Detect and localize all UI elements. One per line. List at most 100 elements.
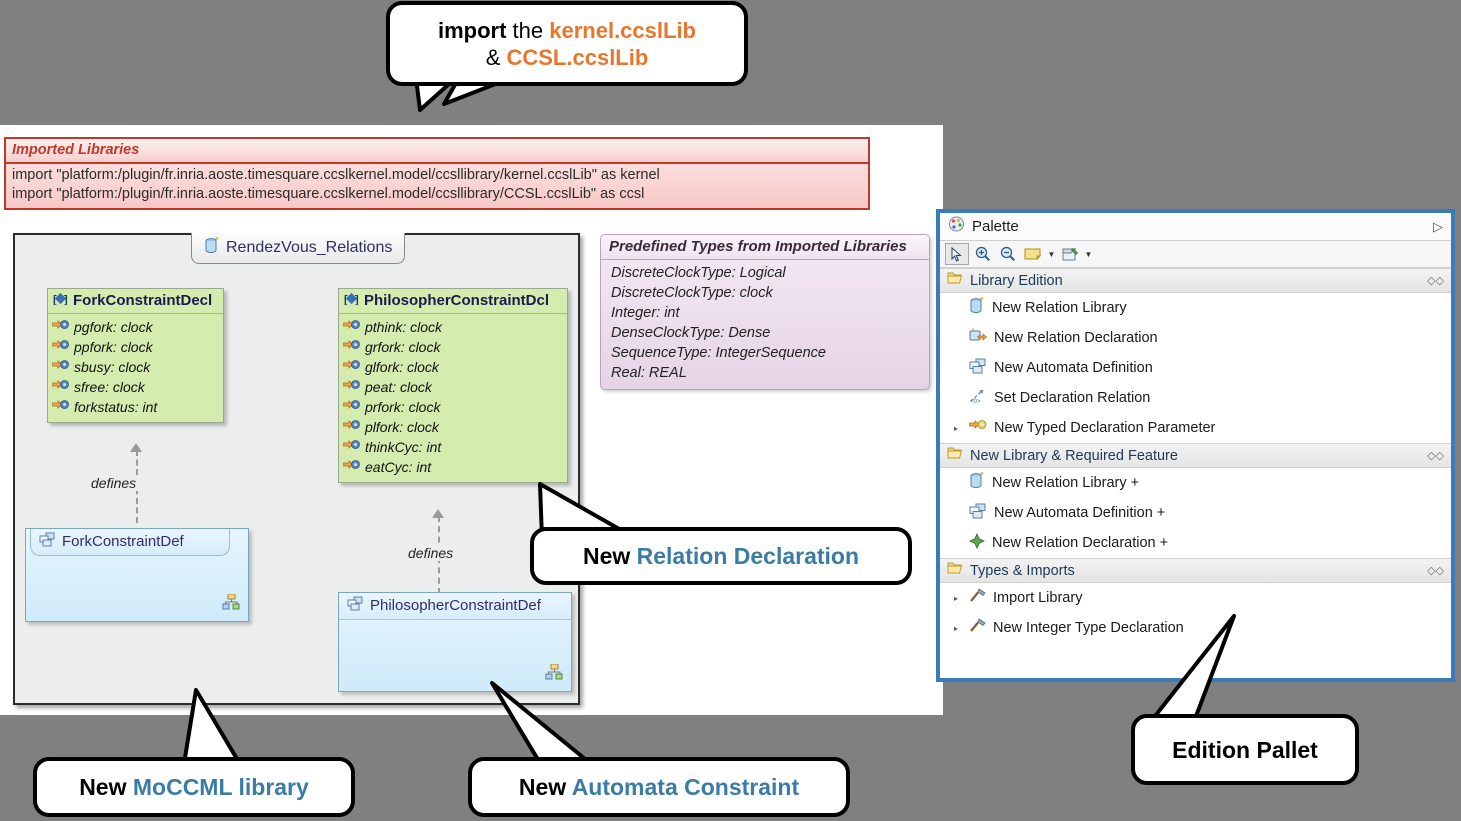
diagram-tab-label: RendezVous_Relations (226, 239, 393, 256)
attribute-label: plfork: clock (365, 419, 439, 435)
class-attributes: pthink: clock grfork: clock glfork: cloc… (339, 314, 567, 482)
svg-text:[: [ (344, 294, 348, 305)
palette-item-label: New Automata Definition + (994, 505, 1166, 521)
palette-item-set-declaration-relation[interactable]: <0> Set Declaration Relation (940, 383, 1451, 413)
note-icon[interactable] (1022, 244, 1044, 264)
predefined-types-title: Predefined Types from Imported Libraries (601, 235, 929, 260)
palette-title-label: Palette (972, 218, 1019, 235)
palette-drawer-library-edition[interactable]: Library Edition ◇◇ (940, 268, 1451, 293)
definition-name: ForkConstraintDef (62, 533, 184, 550)
attribute-label: grfork: clock (365, 339, 441, 355)
palette-item-label: Import Library (993, 590, 1083, 606)
clock-parameter-icon (342, 417, 360, 437)
attribute-row: sfree: clock (51, 377, 218, 397)
attribute-row: prfork: clock (342, 397, 562, 417)
palette-toolbar[interactable]: ▼ ▼ (940, 241, 1451, 268)
palette-item-new-typed-declaration-parameter[interactable]: ▸ New Typed Declaration Parameter (940, 413, 1451, 443)
class-title: [] ForkConstraintDecl (48, 289, 223, 314)
clock-parameter-icon (342, 357, 360, 377)
palette-item-label: New Relation Library (992, 300, 1127, 316)
clock-parameter-icon (342, 457, 360, 477)
relation-library-icon (204, 236, 220, 260)
import-line: import "platform:/plugin/fr.inria.aoste.… (12, 167, 660, 183)
open-folder-icon (947, 271, 964, 290)
palette-item-new-relation-declaration-plus[interactable]: New Relation Declaration + (940, 528, 1451, 558)
attribute-row: pthink: clock (342, 317, 562, 337)
type-line: Integer: int (611, 305, 680, 321)
imported-libraries-title: Imported Libraries (6, 139, 868, 164)
drawer-title: New Library & Required Feature (970, 447, 1178, 464)
expand-caret-icon[interactable]: ▸ (954, 593, 959, 603)
palette-item-new-relation-library-plus[interactable]: New Relation Library + (940, 468, 1451, 498)
zoom-in-icon[interactable] (972, 244, 994, 264)
clock-parameter-icon (342, 397, 360, 417)
attribute-row: thinkCyc: int (342, 437, 562, 457)
callout-plain-text: & (485, 44, 507, 70)
drawer-pin-icon[interactable]: ◇◇ (1427, 565, 1444, 577)
svg-text:]: ] (64, 294, 68, 305)
relation-declaration-icon (969, 327, 988, 349)
palette-item-new-relation-declaration[interactable]: New Relation Declaration (940, 323, 1451, 353)
palette-item-label: New Integer Type Declaration (993, 620, 1184, 636)
palette-panel[interactable]: Palette ▷ ▼ ▼ Library Edition ◇◇ (936, 209, 1455, 682)
generalization-arrow-1 (130, 443, 142, 452)
attribute-row: eatCyc: int (342, 457, 562, 477)
callout-new-automata-constraint: New Automata Constraint (468, 757, 850, 817)
callout-import-libraries: import the kernel.ccslLib & CCSL.ccslLib (386, 1, 748, 86)
attribute-row: plfork: clock (342, 417, 562, 437)
attribute-label: thinkCyc: int (365, 439, 442, 455)
relation-library-icon (969, 471, 985, 495)
class-box-fork-constraint-def[interactable]: ForkConstraintDef (25, 528, 249, 622)
attribute-label: forkstatus: int (74, 399, 158, 415)
attribute-label: ppfork: clock (74, 339, 153, 355)
zoom-out-icon[interactable] (997, 244, 1019, 264)
attribute-label: prfork: clock (365, 399, 441, 415)
attribute-row: forkstatus: int (51, 397, 218, 417)
callout-accent-text: kernel.ccslLib (549, 17, 696, 43)
automata-definition-icon (347, 596, 364, 615)
class-box-fork-constraint-decl[interactable]: [] ForkConstraintDecl pgfork: clock ppfo… (47, 288, 224, 423)
class-attributes: pgfork: clock ppfork: clock sbusy: clock… (48, 314, 223, 422)
callout-edition-pallet: Edition Pallet (1131, 714, 1359, 785)
class-box-philosopher-constraint-def[interactable]: PhilosopherConstraintDef (338, 592, 572, 692)
open-folder-icon (947, 561, 964, 580)
palette-title-bar: Palette ▷ (940, 213, 1451, 241)
type-line: DiscreteClockType: clock (611, 285, 773, 301)
note-attachment-dropdown-caret-icon[interactable]: ▼ (1084, 249, 1093, 259)
drawer-pin-icon[interactable]: ◇◇ (1427, 275, 1444, 287)
palette-item-new-integer-type-declaration[interactable]: ▸ New Integer Type Declaration (940, 613, 1451, 643)
sub-diagram-icon (222, 593, 240, 615)
note-attachment-icon[interactable] (1059, 244, 1081, 264)
clock-parameter-icon (51, 317, 69, 337)
callout-tail-import (414, 74, 518, 112)
diagram-tab[interactable]: RendezVous_Relations (191, 233, 406, 264)
predefined-types-note: Predefined Types from Imported Libraries… (600, 234, 930, 390)
callout-new-relation-declaration: New Relation Declaration (530, 527, 912, 585)
select-tool-icon[interactable] (945, 243, 969, 265)
attribute-row: glfork: clock (342, 357, 562, 377)
drawer-pin-icon[interactable]: ◇◇ (1427, 450, 1444, 462)
attribute-label: eatCyc: int (365, 459, 432, 475)
palette-item-new-automata-definition-plus[interactable]: New Automata Definition + (940, 498, 1451, 528)
type-line: SequenceType: IntegerSequence (611, 345, 826, 361)
defines-label-1: defines (88, 475, 140, 491)
attribute-row: grfork: clock (342, 337, 562, 357)
palette-drawer-types-imports[interactable]: Types & Imports ◇◇ (940, 558, 1451, 583)
palette-drawer-new-library-required-feature[interactable]: New Library & Required Feature ◇◇ (940, 443, 1451, 468)
palette-collapse-icon[interactable]: ▷ (1433, 218, 1443, 234)
palette-item-new-relation-library[interactable]: New Relation Library (940, 293, 1451, 323)
callout-text: New MoCCML library (65, 773, 323, 801)
expand-caret-icon[interactable]: ▸ (954, 623, 959, 633)
type-line: DenseClockType: Dense (611, 325, 771, 341)
callout-bold-text: New (582, 543, 637, 569)
svg-text:]: ] (355, 294, 359, 305)
class-box-philosopher-constraint-dcl[interactable]: [] PhilosopherConstraintDcl pthink: cloc… (338, 288, 568, 483)
palette-item-new-automata-definition[interactable]: New Automata Definition (940, 353, 1451, 383)
predefined-types-body: DiscreteClockType: Logical DiscreteClock… (601, 260, 929, 389)
clock-parameter-icon (342, 337, 360, 357)
note-dropdown-caret-icon[interactable]: ▼ (1047, 249, 1056, 259)
palette-item-import-library[interactable]: ▸ Import Library (940, 583, 1451, 613)
class-title: [] PhilosopherConstraintDcl (339, 289, 567, 314)
expand-caret-icon[interactable]: ▸ (954, 423, 959, 433)
palette-icon (948, 216, 965, 237)
